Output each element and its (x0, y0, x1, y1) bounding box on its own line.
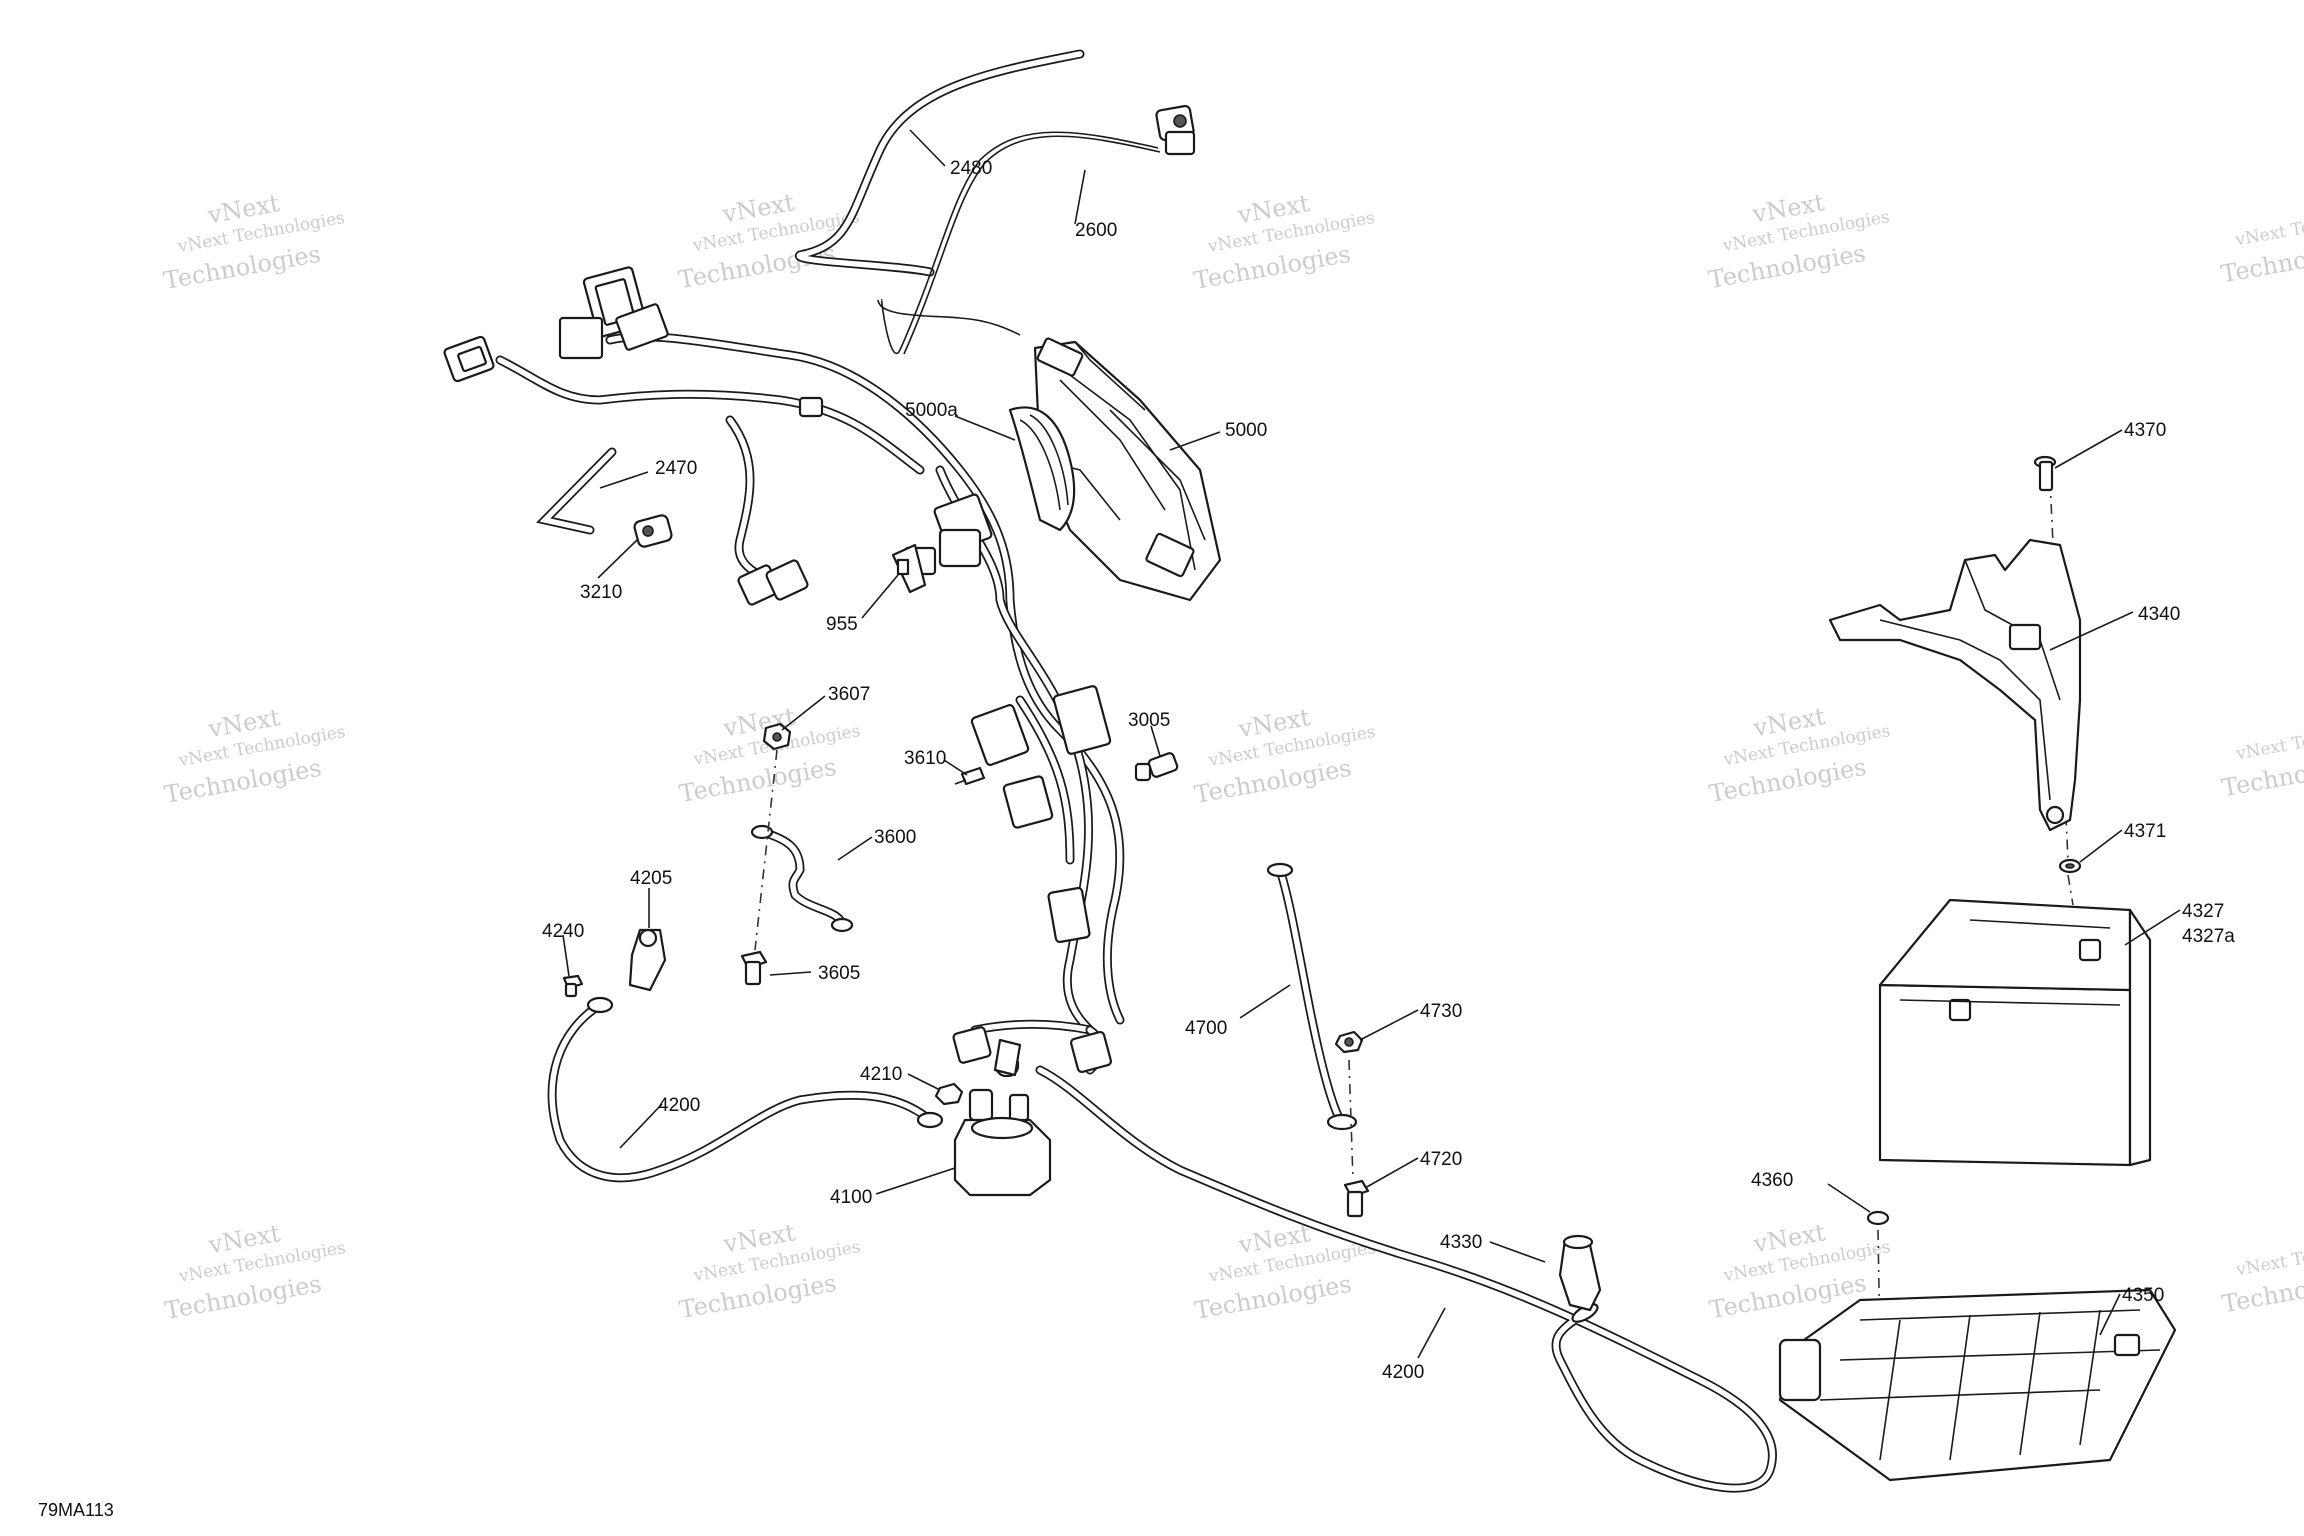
part-4730-nut (1334, 1030, 1364, 1054)
callout-4360: 4360 (1751, 1170, 1793, 1191)
part-2480-hose (795, 49, 1085, 277)
watermark: vNext Technologies Technologies (2220, 1231, 2304, 1318)
watermark-text: vNext Technologies (2234, 715, 2304, 764)
callout-4200-upper: 4200 (658, 1095, 700, 1116)
callout-4210: 4210 (860, 1064, 902, 1085)
callout-4327a: 4327a (2182, 926, 2235, 947)
callout-3605: 3605 (818, 963, 860, 984)
callout-4371: 4371 (2124, 821, 2166, 842)
part-3607-nut (762, 722, 792, 751)
part-3210-sensor (633, 514, 673, 548)
callout-4240: 4240 (542, 921, 584, 942)
callout-4200-lower: 4200 (1382, 1362, 1424, 1383)
callout-955: 955 (826, 614, 858, 635)
callout-4720: 4720 (1420, 1149, 1462, 1170)
part-4205-terminal-boot (628, 928, 667, 992)
figure-reference-code: 79MA113 (38, 1500, 114, 1520)
part-4371-washer (2058, 858, 2082, 874)
part-2470-strap (536, 447, 617, 535)
part-4200-cable-positive (547, 996, 944, 1183)
callout-4330: 4330 (1440, 1232, 1482, 1253)
callout-5000a: 5000a (905, 400, 958, 421)
part-4240-screw (562, 974, 584, 998)
callout-4350: 4350 (2122, 1285, 2164, 1306)
part-4370-bolt (2033, 455, 2057, 492)
part-5000a-cover (1008, 406, 1076, 532)
callout-2470: 2470 (655, 458, 697, 479)
part-4720-screw (1343, 1179, 1370, 1218)
watermark: vNext Technologies Technologies (2219, 201, 2304, 288)
callout-labels: 2480 2600 5000a 5000 2470 3210 955 3607 … (542, 158, 2235, 1383)
watermark: vNext Technologies Technologies vNext (1707, 702, 1892, 808)
part-3610-screw (954, 766, 986, 786)
part-5000-ecu-module (1033, 337, 1222, 602)
main-wiring-harness (443, 266, 1125, 1078)
callout-2600: 2600 (1075, 220, 1117, 241)
part-955-bracket (891, 543, 927, 594)
callout-3610: 3610 (904, 748, 946, 769)
watermark-text: vNext Technologies (2234, 1231, 2304, 1280)
watermark: vNext Technologies Technologies vNext (162, 189, 347, 295)
callout-3607: 3607 (828, 684, 870, 705)
watermark: vNext Technologies Technologies vNext (677, 702, 862, 808)
watermark-text: vNext Technologies (2233, 201, 2304, 250)
part-4210-nut (934, 1082, 964, 1106)
watermark: vNext Technologies Technologies vNext (1192, 189, 1377, 295)
part-3005-screw (1134, 752, 1179, 782)
watermark: vNext Technologies Technologies vNext (162, 703, 347, 809)
part-2600-sensor-wire (877, 104, 1196, 355)
callout-3210: 3210 (580, 582, 622, 603)
callout-4100: 4100 (830, 1187, 872, 1208)
part-4360-pad (1866, 1210, 1890, 1226)
watermark: vNext Technologies Technologies vNext (1192, 703, 1377, 809)
callout-4340: 4340 (2138, 604, 2180, 625)
callout-4205: 4205 (630, 868, 672, 889)
watermark: vNext Technologies Technologies vNext (162, 1219, 347, 1325)
watermark: vNext Technologies Technologies vNext (677, 1218, 862, 1324)
callout-4730: 4730 (1420, 1001, 1462, 1022)
part-4200-cable-negative (993, 1038, 1777, 1493)
watermark: vNext Technologies Technologies vNext (1706, 188, 1891, 294)
callout-4370: 4370 (2124, 420, 2166, 441)
part-4100-solenoid (953, 1088, 1052, 1197)
part-3600-ground-cable (750, 824, 854, 933)
callout-4327: 4327 (2182, 901, 2224, 922)
callout-3600: 3600 (874, 827, 916, 848)
part-4700-ground-strap (1266, 862, 1358, 1131)
watermark: vNext Technologies Technologies vNext (1192, 1219, 1377, 1325)
part-4340-bracket (1828, 538, 2082, 832)
leader-lines (562, 129, 2181, 1359)
watermark: vNext Technologies Technologies (2220, 715, 2304, 802)
callout-3005: 3005 (1128, 710, 1170, 731)
part-4330-terminal-cover (1558, 1234, 1602, 1312)
callout-2480: 2480 (950, 158, 992, 179)
part-3605-screw (740, 950, 768, 986)
callout-4700: 4700 (1185, 1018, 1227, 1039)
part-4327-battery (1878, 898, 2152, 1167)
callout-5000: 5000 (1225, 420, 1267, 441)
part-4350-battery-tray (1778, 1288, 2177, 1482)
